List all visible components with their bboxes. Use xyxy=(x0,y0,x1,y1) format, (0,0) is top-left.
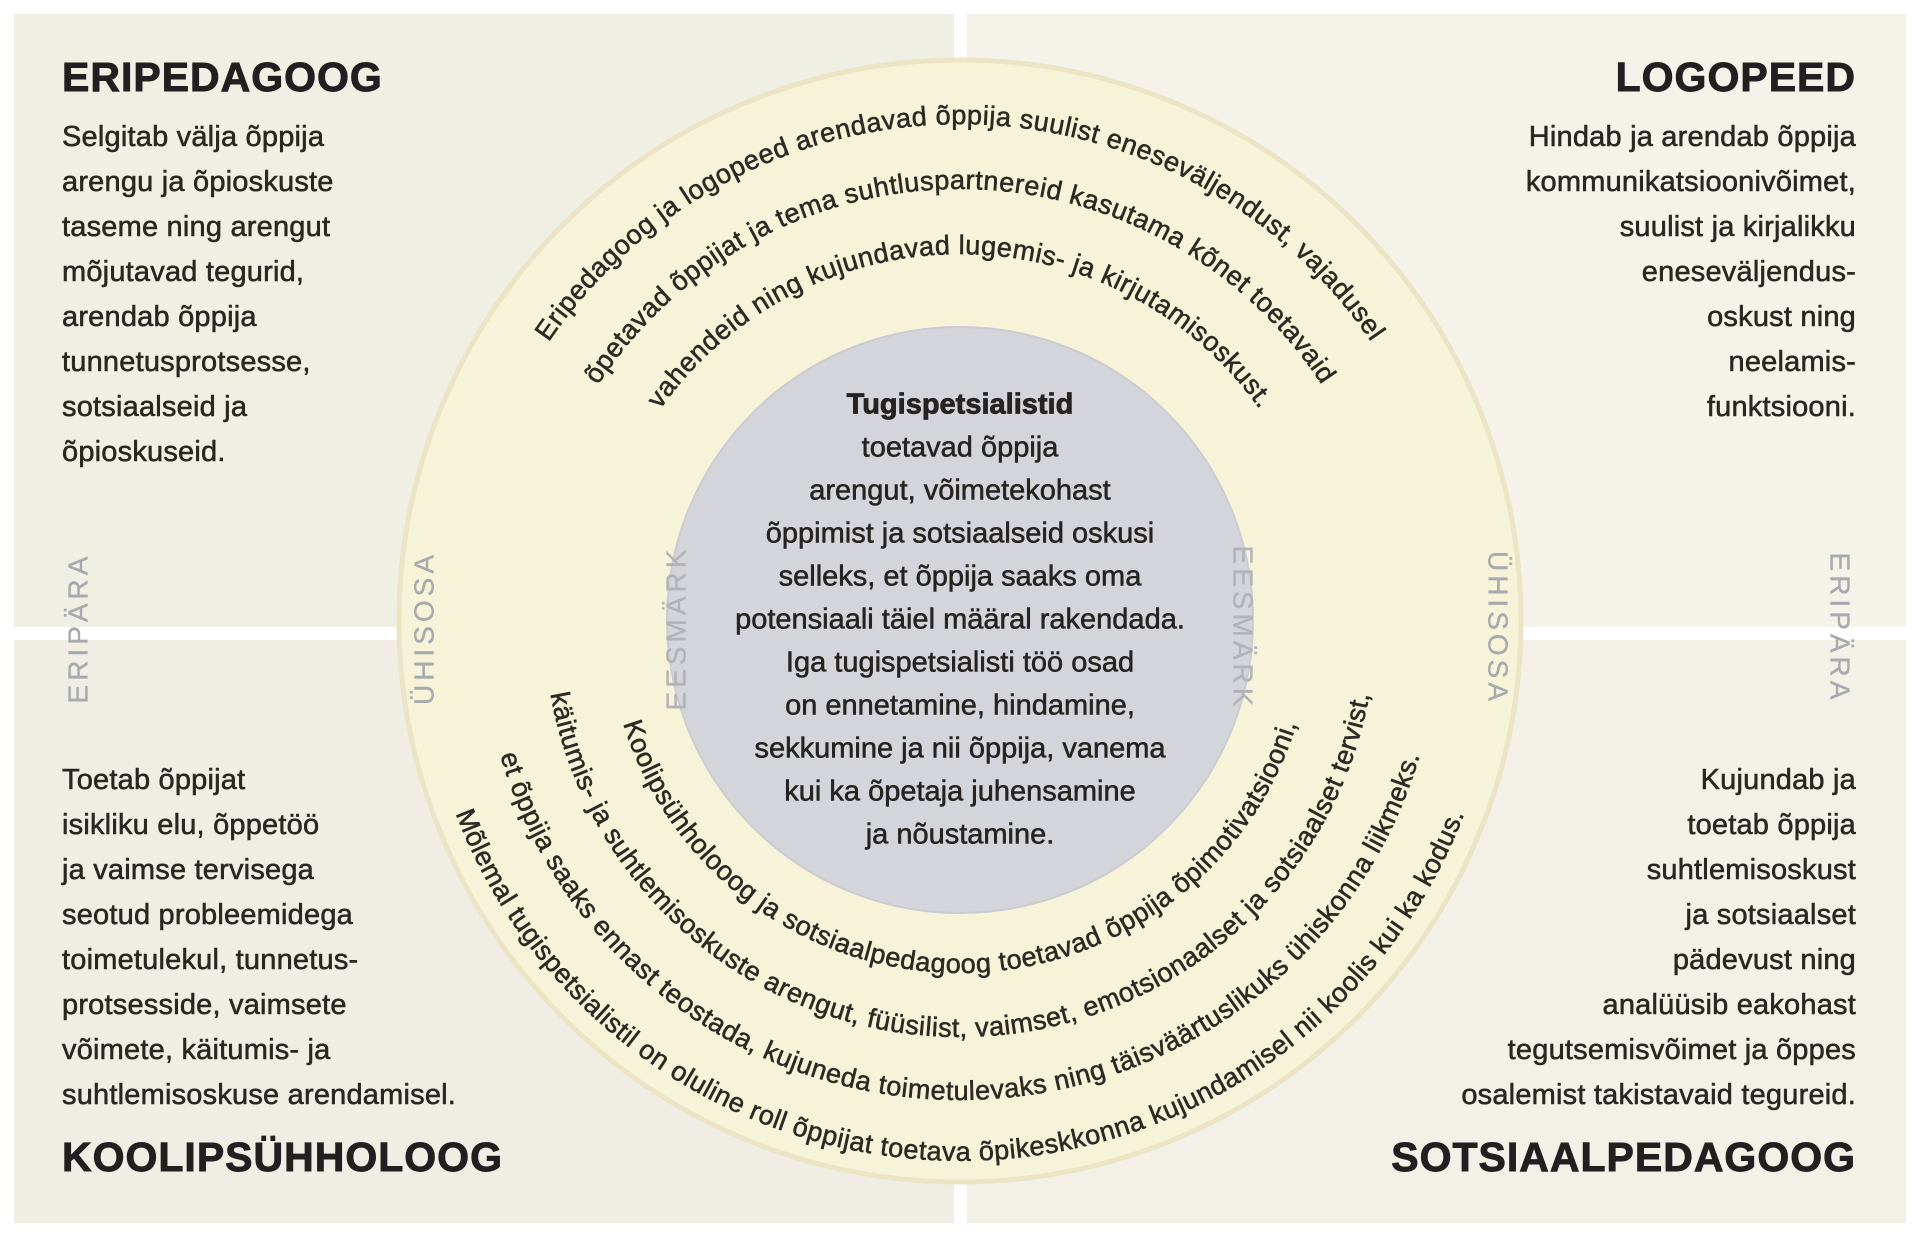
axis-label-eripara-right: ERIPÄRA xyxy=(1825,553,1856,704)
axis-label-eripara-left: ERIPÄRA xyxy=(63,553,94,704)
koolipsuhholoog-heading: KOOLIPSÜHHOLOOG xyxy=(62,1133,503,1180)
inner-gray-circle xyxy=(666,326,1254,914)
koolipsuhholoog-description: Toetab õppijat isikliku elu, õppetöö ja … xyxy=(62,763,457,1112)
eripedagoog-description: Selgitab välja õppija arengu ja õpioskus… xyxy=(62,121,334,469)
center-title: Tugispetsialistid xyxy=(846,388,1074,421)
axis-label-eesmark-right: EESMÄRK xyxy=(1228,546,1259,711)
logopeed-heading: LOGOPEED xyxy=(1615,54,1856,101)
center-body: toetavad õppija arengut, võimetekohast õ… xyxy=(735,431,1185,851)
section-koolipsuhholoog: Toetab õppijat isikliku elu, õppetöö ja … xyxy=(62,758,503,1181)
section-sotsiaalpedagoog: Kujundab ja toetab õppija suhtlemisoskus… xyxy=(1391,758,1856,1181)
axis-label-eesmark-left: EESMÄRK xyxy=(661,546,692,711)
eripedagoog-heading: ERIPEDAGOOG xyxy=(62,54,383,101)
logopeed-description: Hindab ja arendab õppija kommunikatsioon… xyxy=(1525,121,1857,424)
axis-label-uhisosa-left: ÜHISOSA xyxy=(409,551,440,705)
section-eripedagoog: ERIPEDAGOOG Selgitab välja õppija arengu… xyxy=(62,54,383,475)
sotsiaalpedagoog-description: Kujundab ja toetab õppija suhtlemisoskus… xyxy=(1461,763,1856,1112)
center-circle-text: Tugispetsialistid toetavad õppija arengu… xyxy=(670,384,1250,857)
axis-label-uhisosa-right: ÜHISOSA xyxy=(1483,551,1514,705)
section-logopeed: LOGOPEED Hindab ja arendab õppija kommun… xyxy=(1525,54,1857,430)
sotsiaalpedagoog-heading: SOTSIAALPEDAGOOG xyxy=(1391,1133,1856,1180)
